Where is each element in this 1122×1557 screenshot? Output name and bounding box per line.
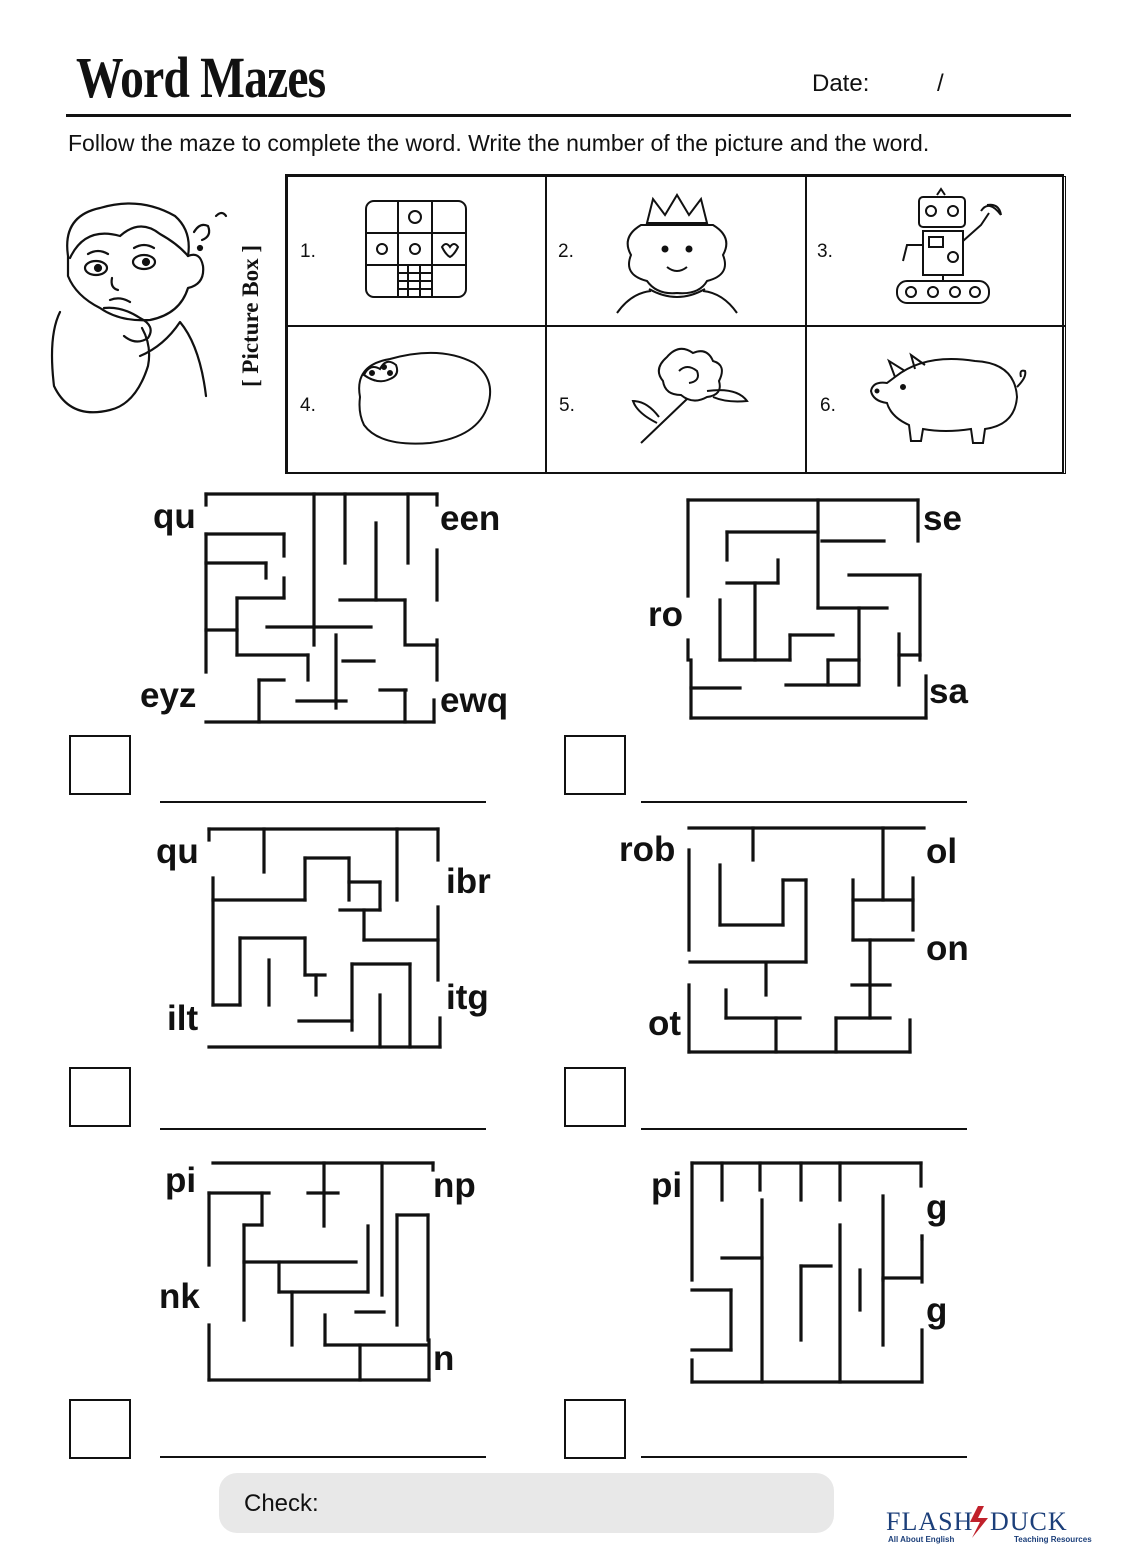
picture-number: 4. <box>300 395 316 416</box>
maze-4-fragment-option-c: ot <box>648 1004 682 1043</box>
maze-1-fragment-option-c: ewq <box>440 681 509 720</box>
answer-line[interactable] <box>160 1128 486 1130</box>
maze-3-fragment-option-a: ibr <box>446 862 491 901</box>
date-separator: / <box>937 70 944 97</box>
picture-number: 6. <box>820 395 836 416</box>
picture-number: 5. <box>559 395 575 416</box>
rose-picture <box>631 347 749 444</box>
answer-number-box[interactable] <box>564 1399 626 1459</box>
answer-line[interactable] <box>641 801 967 803</box>
picture-cell-3: 3. <box>806 176 1066 326</box>
maze-6-fragment-start: pi <box>651 1166 683 1205</box>
maze-5-fragment-option-c: n <box>433 1339 455 1378</box>
maze-2-fragment-option-b: sa <box>929 672 968 711</box>
date-label: Date: <box>812 70 870 97</box>
rock-picture <box>358 351 492 445</box>
flash-duck-logo: FLASH DUCK All About English Teaching Re… <box>886 1506 1092 1544</box>
picture-cell-1: 1. <box>287 176 546 326</box>
maze-5-fragment-option-b: nk <box>159 1277 200 1316</box>
maze-6-fragment-option-a: g <box>926 1188 948 1227</box>
title-rule <box>66 114 1071 117</box>
svg-text:FLASH: FLASH <box>886 1507 973 1536</box>
pig-picture <box>869 352 1027 444</box>
picture-number: 2. <box>558 241 574 262</box>
picture-box: 1. 2. 3. <box>285 174 1066 474</box>
svg-text:All About English: All About English <box>888 1535 954 1544</box>
picture-number: 3. <box>817 241 833 262</box>
answer-number-box[interactable] <box>564 735 626 795</box>
answer-line[interactable] <box>641 1128 967 1130</box>
check-label: Check: <box>244 1490 319 1517</box>
quilt-picture <box>365 200 467 298</box>
maze-5-fragment-start: pi <box>165 1161 197 1200</box>
answer-line[interactable] <box>641 1456 967 1458</box>
picture-cell-5: 5. <box>546 326 806 474</box>
maze-4-fragment-option-b: on <box>926 929 969 968</box>
answer-number-box[interactable] <box>69 1399 131 1459</box>
picture-number: 1. <box>300 241 316 262</box>
maze-3-fragment-start: qu <box>156 832 199 871</box>
answer-line[interactable] <box>160 801 486 803</box>
queen-picture <box>616 193 738 314</box>
svg-text:DUCK: DUCK <box>990 1507 1068 1536</box>
check-box[interactable]: Check: <box>219 1473 834 1533</box>
maze-4-fragment-start: rob <box>619 830 676 869</box>
answer-number-box[interactable] <box>564 1067 626 1127</box>
maze-6-fragment-option-b: g <box>926 1291 948 1330</box>
maze-3-fragment-option-b: ilt <box>167 999 199 1038</box>
maze-1-fragment-option-a: een <box>440 499 501 538</box>
maze-2-fragment-option-a: se <box>923 499 962 538</box>
answer-number-box[interactable] <box>69 735 131 795</box>
page-title: Word Mazes <box>76 45 326 110</box>
maze-2-fragment-start: ro <box>648 595 683 634</box>
svg-text:Teaching Resources: Teaching Resources <box>1014 1535 1092 1544</box>
picture-cell-2: 2. <box>546 176 806 326</box>
instructions: Follow the maze to complete the word. Wr… <box>68 130 930 156</box>
maze-5-fragment-option-a: np <box>433 1166 476 1205</box>
maze-3-fragment-option-c: itg <box>446 978 489 1017</box>
robot-picture <box>896 187 1002 304</box>
answer-line[interactable] <box>160 1456 486 1458</box>
maze-1-fragment-start: qu <box>153 497 196 536</box>
maze-4-fragment-option-a: ol <box>926 832 958 871</box>
picture-cell-4: 4. <box>287 326 546 474</box>
maze-1-fragment-option-b: eyz <box>140 676 197 715</box>
answer-number-box[interactable] <box>69 1067 131 1127</box>
thinking-boy-illustration <box>50 202 228 414</box>
picture-cell-6: 6. <box>806 326 1066 474</box>
